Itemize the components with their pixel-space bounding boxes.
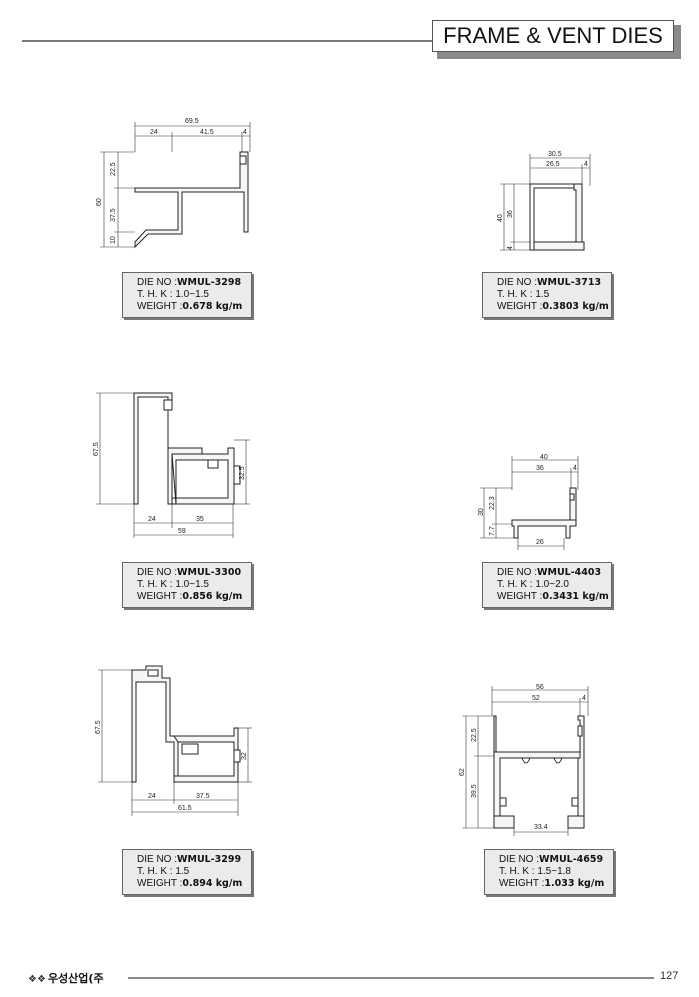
svg-text:7.7: 7.7: [489, 526, 496, 536]
svg-text:41.5: 41.5: [200, 129, 214, 136]
svg-text:24: 24: [150, 129, 158, 136]
profile-drawing-wmul-3713: 30.5 26.5 4 40 36 4: [490, 146, 600, 256]
svg-text:22.3: 22.3: [489, 496, 496, 510]
profile-drawing-wmul-4403: 40 36 4 30 22.3 7.7 26: [478, 450, 598, 550]
weight: 0.3803 kg/m: [542, 301, 609, 312]
thickness: 1.5: [535, 289, 550, 300]
profile-drawing-wmul-3299: 67.5 32 24 37.5 61.5: [88, 662, 263, 817]
svg-text:39.5: 39.5: [471, 784, 478, 798]
die-number: WMUL-3299: [177, 854, 242, 865]
svg-text:30: 30: [478, 508, 485, 516]
thickness: 1.0~1.5: [175, 579, 209, 590]
thickness: 1.0~2.0: [535, 579, 569, 590]
svg-text:10: 10: [110, 236, 117, 244]
svg-text:22.5: 22.5: [471, 728, 478, 742]
svg-text:40: 40: [497, 214, 504, 222]
spec-box-wmul-3298: DIE NO :WMUL-3298 T. H. K : 1.0~1.5 WEIG…: [122, 272, 252, 318]
svg-text:52: 52: [532, 695, 540, 702]
die-number: WMUL-3300: [177, 567, 242, 578]
svg-text:69.5: 69.5: [185, 118, 199, 125]
svg-text:37.5: 37.5: [196, 793, 210, 800]
profile-drawing-wmul-3300: 67.5 32.5 24 35 59: [88, 388, 258, 540]
svg-text:4: 4: [507, 246, 514, 250]
svg-text:56: 56: [536, 684, 544, 691]
page-number: 127: [660, 970, 679, 982]
profile-drawing-wmul-4659: 56 52 4 62 22.5 39.5 33.4: [452, 680, 602, 840]
spec-box-wmul-3300: DIE NO :WMUL-3300 T. H. K : 1.0~1.5 WEIG…: [122, 562, 252, 608]
svg-text:4: 4: [243, 129, 247, 136]
svg-text:4: 4: [573, 465, 577, 472]
svg-text:26: 26: [536, 539, 544, 546]
svg-text:24: 24: [148, 516, 156, 523]
spec-box-wmul-4659: DIE NO :WMUL-4659 T. H. K : 1.5~1.8 WEIG…: [484, 849, 614, 895]
svg-text:26.5: 26.5: [546, 161, 560, 168]
weight: 1.033 kg/m: [544, 878, 605, 889]
die-number: WMUL-4403: [537, 567, 602, 578]
svg-text:22.5: 22.5: [110, 162, 117, 176]
company-name: 우성산업(주: [47, 972, 104, 985]
svg-text:33.4: 33.4: [534, 824, 548, 831]
thickness: 1.5~1.8: [537, 866, 571, 877]
svg-text:67.5: 67.5: [95, 720, 102, 734]
svg-text:32: 32: [241, 752, 248, 760]
svg-text:36: 36: [536, 465, 544, 472]
company-logo: ❖❖우성산업(주: [28, 970, 104, 986]
svg-text:4: 4: [584, 161, 588, 168]
svg-text:32.5: 32.5: [239, 466, 246, 480]
svg-text:59: 59: [178, 528, 186, 535]
thickness: 1.5: [175, 866, 190, 877]
weight: 0.856 kg/m: [182, 591, 243, 602]
svg-text:40: 40: [540, 454, 548, 461]
profile-drawing-wmul-3298: 69.5 24 41.5 4 60 22.5 37.5 10: [90, 112, 270, 252]
svg-text:37.5: 37.5: [110, 208, 117, 222]
svg-text:62: 62: [459, 768, 466, 776]
die-number: WMUL-4659: [539, 854, 604, 865]
page-title: FRAME & VENT DIES: [432, 20, 674, 52]
weight: 0.678 kg/m: [182, 301, 243, 312]
thickness: 1.0~1.5: [175, 289, 209, 300]
weight: 0.894 kg/m: [182, 878, 243, 889]
spec-box-wmul-4403: DIE NO :WMUL-4403 T. H. K : 1.0~2.0 WEIG…: [482, 562, 612, 608]
svg-text:35: 35: [196, 516, 204, 523]
die-number: WMUL-3713: [537, 277, 602, 288]
svg-text:30.5: 30.5: [548, 151, 562, 158]
svg-text:67.5: 67.5: [93, 442, 100, 456]
svg-text:24: 24: [148, 793, 156, 800]
spec-box-wmul-3713: DIE NO :WMUL-3713 T. H. K : 1.5 WEIGHT :…: [482, 272, 612, 318]
svg-text:4: 4: [582, 695, 586, 702]
header-rule: [22, 40, 434, 42]
svg-text:60: 60: [96, 198, 103, 206]
svg-text:61.5: 61.5: [178, 805, 192, 812]
die-number: WMUL-3298: [177, 277, 242, 288]
logo-mark-icon: ❖❖: [28, 974, 46, 985]
svg-text:36: 36: [507, 210, 514, 218]
spec-box-wmul-3299: DIE NO :WMUL-3299 T. H. K : 1.5 WEIGHT :…: [122, 849, 252, 895]
footer-rule: [128, 977, 654, 979]
weight: 0.3431 kg/m: [542, 591, 609, 602]
